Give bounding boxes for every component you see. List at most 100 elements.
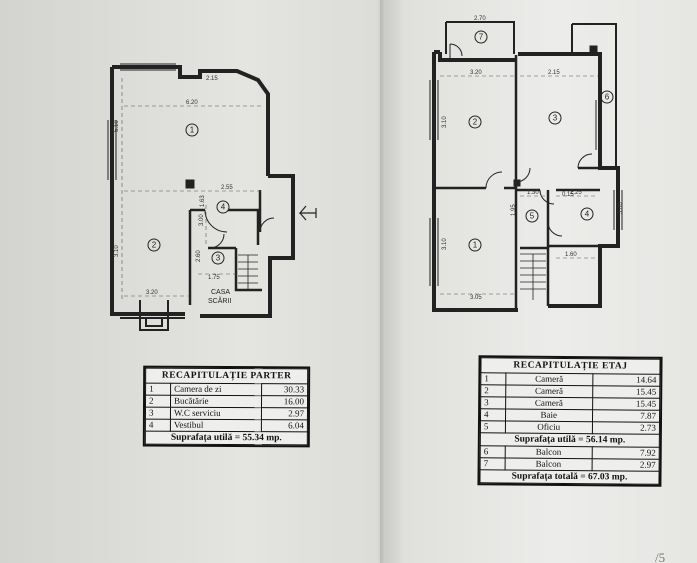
dim-text: 3.00 xyxy=(618,202,624,214)
room-number-2: 2 xyxy=(152,241,157,250)
dim-text: 3.20 xyxy=(146,290,158,296)
row-number: 3 xyxy=(145,407,171,420)
room-number-5: 5 xyxy=(530,212,535,221)
room-area: 2.97 xyxy=(591,458,660,472)
room-area: 15.45 xyxy=(592,385,660,399)
room-number-3: 3 xyxy=(216,254,221,263)
entrance-arrow xyxy=(298,205,317,221)
row-number: 4 xyxy=(145,419,171,432)
row-number: 2 xyxy=(145,395,171,408)
door-swings xyxy=(204,209,275,249)
upper-room-numbers: 1 2 3 4 5 6 7 xyxy=(468,30,614,252)
door-swings xyxy=(449,43,593,237)
row-number: 1 xyxy=(145,383,171,396)
balcony-7 xyxy=(445,21,515,54)
room-number-1: 1 xyxy=(473,241,478,250)
table-row: 2 Bucătărie 16.00 xyxy=(145,395,308,408)
dimension-lines xyxy=(121,78,262,300)
dim-text: 1.63 xyxy=(200,195,206,207)
room-area: 30.33 xyxy=(261,383,308,396)
dim-text: 6.20 xyxy=(186,100,198,106)
stair-label-line1: CASA xyxy=(211,289,230,296)
row-number: 6 xyxy=(480,445,506,458)
dim-text: 2.70 xyxy=(474,16,486,22)
dim-text: 2.15 xyxy=(206,76,218,82)
stair-label: CASA SCĂRII xyxy=(208,289,231,305)
row-number: 3 xyxy=(480,396,506,409)
dim-text: 5.10 xyxy=(114,120,120,132)
dim-text: 1.75 xyxy=(208,275,220,281)
column xyxy=(589,45,598,54)
dim-text: 1.60 xyxy=(565,252,577,258)
corner-page-mark: /5 xyxy=(655,550,666,563)
dim-text: 3.20 xyxy=(470,70,482,76)
windows xyxy=(429,80,623,286)
row-number: 2 xyxy=(480,384,506,397)
balcony-6 xyxy=(571,23,617,168)
room-name: Cameră xyxy=(505,372,593,386)
room-name: Baie xyxy=(505,408,593,422)
table-title: RECAPITULAȚIE PARTER xyxy=(145,368,308,384)
dim-text: 0.15 xyxy=(562,192,574,198)
row-number: 7 xyxy=(480,457,506,470)
room-area: 6.04 xyxy=(261,419,308,432)
stairs xyxy=(238,254,258,290)
recap-table-ground-floor: RECAPITULAȚIE PARTER 1 Camera de zi 30.3… xyxy=(142,365,311,448)
dim-text: 3.10 xyxy=(442,116,448,128)
dim-text: 3.10 xyxy=(114,245,120,257)
room-area: 7.92 xyxy=(591,446,660,460)
windows xyxy=(107,63,196,180)
column xyxy=(513,179,521,187)
dim-text: 2.55 xyxy=(221,185,233,191)
room-area: 2.73 xyxy=(591,421,660,435)
dimension-lines xyxy=(440,75,598,295)
outer-walls xyxy=(432,50,620,312)
room-number-2: 2 xyxy=(473,118,478,127)
row-number: 1 xyxy=(480,372,506,385)
stairs xyxy=(520,253,546,300)
dim-text: 3.10 xyxy=(442,238,448,250)
row-number: 4 xyxy=(480,408,506,421)
outer-walls xyxy=(110,65,295,318)
row-number: 5 xyxy=(480,420,506,433)
upper-floor-plan xyxy=(429,21,623,312)
table-total: Suprafața utilă = 55.34 mp. xyxy=(145,431,308,445)
room-area: 14.64 xyxy=(592,373,660,387)
room-number-4: 4 xyxy=(221,203,226,212)
room-number-3: 3 xyxy=(553,114,558,123)
table-total-overall: Suprafața totală = 67.03 mp. xyxy=(479,469,660,485)
room-area: 2.97 xyxy=(261,407,308,420)
room-area: 16.00 xyxy=(261,395,308,408)
room-name: W.C serviciu xyxy=(170,407,262,420)
room-number-6: 6 xyxy=(605,93,610,102)
room-number-7: 7 xyxy=(479,33,484,42)
room-name: Bucătărie xyxy=(170,395,262,408)
room-name: Balcon xyxy=(505,445,592,459)
room-number-4: 4 xyxy=(585,210,590,219)
dim-text: 3.00 xyxy=(199,214,205,226)
upper-dimension-texts: 2.70 3.20 2.15 3.10 3.10 3.05 1.30 2.25 … xyxy=(442,16,624,301)
dim-text: 3.05 xyxy=(470,295,482,301)
inner-walls xyxy=(188,190,262,305)
room-name: Cameră xyxy=(505,384,593,398)
dim-text: 1.95 xyxy=(511,204,517,216)
dim-text: 2.15 xyxy=(548,70,560,76)
dim-text: 2.60 xyxy=(196,250,202,262)
column xyxy=(185,179,195,189)
table-row: 3 W.C serviciu 2.97 xyxy=(145,407,308,420)
recap-table-upper-floor: RECAPITULAȚIE ETAJ 1 Cameră 14.64 2 Came… xyxy=(477,355,663,487)
ground-room-numbers: 1 2 3 4 xyxy=(147,123,230,265)
room-name: Vestibul xyxy=(170,419,262,432)
inner-walls xyxy=(434,55,600,310)
stair-label-line2: SCĂRII xyxy=(208,296,231,305)
room-area: 15.45 xyxy=(592,397,660,411)
page-fold xyxy=(380,0,386,563)
ground-dimension-texts: 2.15 6.20 5.10 2.55 3.10 1.75 3.20 3.00 … xyxy=(114,76,233,296)
dim-text: 1.30 xyxy=(527,190,539,196)
room-number-1: 1 xyxy=(190,126,195,135)
room-name: Oficiu xyxy=(505,420,593,434)
room-area: 7.87 xyxy=(592,409,660,423)
dim-text: 2.25 xyxy=(570,190,582,196)
table-row: 1 Camera de zi 30.33 xyxy=(145,383,308,396)
